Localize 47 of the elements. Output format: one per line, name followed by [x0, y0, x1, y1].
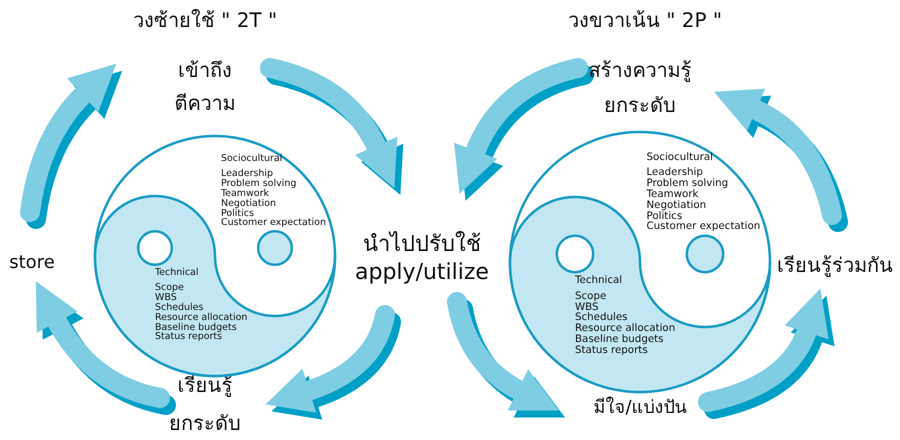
- list-item: Problem solving: [221, 178, 296, 189]
- list-item: Scope: [155, 282, 184, 293]
- step-label: เข้าถึง: [178, 59, 232, 81]
- arrow: [20, 62, 116, 222]
- list-item: Resource allocation: [575, 323, 676, 334]
- step-label: ตีความ: [174, 92, 236, 114]
- list-item: WBS: [575, 302, 599, 312]
- title: วงซ้ายใช้ " 2T ": [132, 9, 278, 31]
- list-item: Politics: [221, 208, 254, 218]
- list-item: Leadership: [646, 167, 703, 178]
- list-item: Baseline budgets: [155, 322, 237, 332]
- heading: Technical: [575, 275, 622, 286]
- heading: Sociocultural: [221, 154, 282, 164]
- step-label: มีใจ/แบ่งปัน: [593, 398, 687, 418]
- list-item: Status reports: [575, 344, 648, 356]
- list-item: Leadership: [221, 168, 274, 179]
- arrow: [34, 282, 170, 408]
- step-label: เรียนรู้ร่วมกัน: [777, 254, 893, 276]
- list-item: Baseline budgets: [575, 334, 664, 345]
- step-label: สร้างความรู้: [588, 59, 692, 81]
- list-item: Scope: [575, 290, 606, 302]
- list-item: Customer expectation: [221, 218, 326, 228]
- list-item: Teamwork: [646, 188, 698, 200]
- step-label: นำไปปรับใช้: [363, 232, 481, 258]
- list-item: Negotiation: [221, 198, 276, 208]
- list-item: Schedules: [575, 312, 628, 324]
- list-item: Teamwork: [221, 188, 269, 199]
- arrow: [447, 292, 558, 412]
- list-item: Customer expectation: [646, 221, 760, 232]
- title: วงขวาเน้น " 2P ": [568, 9, 722, 31]
- heading: Sociocultural: [646, 152, 713, 162]
- arrow: [454, 58, 588, 194]
- arrow: [714, 89, 842, 225]
- arrow: [260, 58, 397, 188]
- step-label: ยกระดับ: [169, 412, 241, 434]
- list-item: Problem solving: [646, 178, 728, 189]
- heading: Technical: [155, 268, 198, 278]
- list-item: Politics: [646, 210, 682, 222]
- list-item: Schedules: [155, 302, 204, 313]
- list-item: Negotiation: [646, 200, 706, 211]
- step-label: apply/utilize: [355, 260, 489, 286]
- list-item: Resource allocation: [155, 312, 248, 322]
- step-label: เรียนรู้: [178, 374, 232, 396]
- step-label: store: [9, 253, 55, 273]
- list-item: WBS: [155, 292, 177, 303]
- list-item: Status reports: [155, 332, 222, 342]
- step-label: ยกระดับ: [604, 94, 676, 116]
